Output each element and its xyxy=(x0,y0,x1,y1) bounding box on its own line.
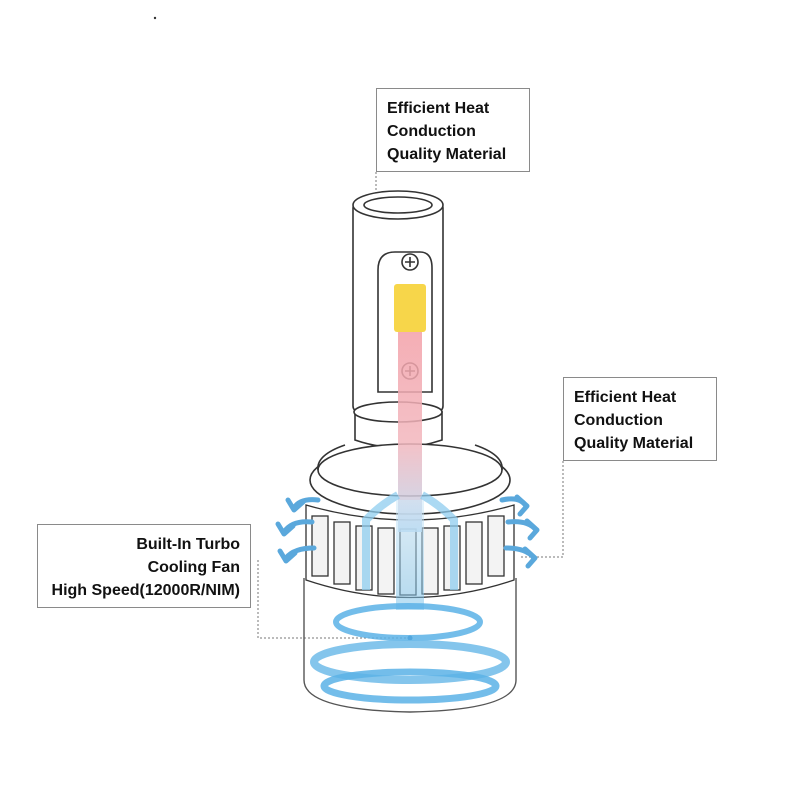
callout-line: Quality Material xyxy=(387,146,507,163)
heat-channel xyxy=(398,332,422,532)
callout-line: Conduction xyxy=(574,412,663,429)
callout-line: High Speed(12000R/NIM) xyxy=(51,582,240,599)
callout-line: Efficient Heat xyxy=(574,389,677,406)
callout-line: Cooling Fan xyxy=(147,559,240,576)
screw-icon xyxy=(401,253,419,271)
bulb-housing-outline xyxy=(303,578,517,713)
airflow-arrow-icon xyxy=(499,494,540,569)
airflow-arrow-icon xyxy=(275,497,321,564)
callout-heat-conduction-top: Efficient Heat Conduction Quality Materi… xyxy=(376,88,530,172)
callout-line: Built-In Turbo xyxy=(136,536,240,553)
cooling-rings xyxy=(310,603,510,704)
callout-cooling-fan: Built-In Turbo Cooling Fan High Speed(12… xyxy=(37,524,251,608)
decor-dot xyxy=(153,16,157,20)
cooling-core xyxy=(396,500,424,610)
leader-left xyxy=(257,560,410,639)
cooling-flow xyxy=(362,491,458,590)
callout-heat-conduction-right: Efficient Heat Conduction Quality Materi… xyxy=(563,377,717,461)
callout-line: Quality Material xyxy=(574,435,694,452)
callout-line: Efficient Heat xyxy=(387,100,490,117)
led-chip xyxy=(394,284,426,332)
callout-line: Conduction xyxy=(387,123,476,140)
